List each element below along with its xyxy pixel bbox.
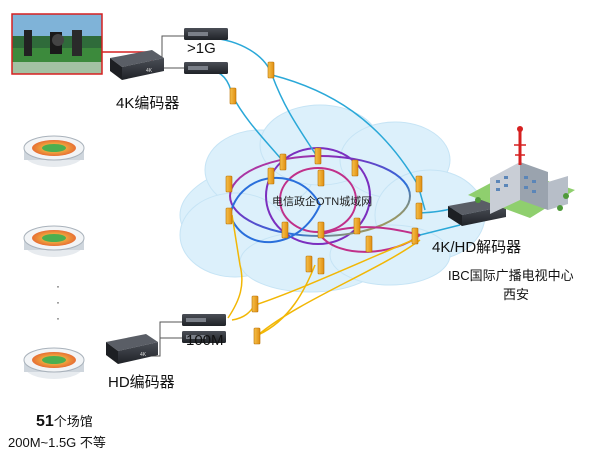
encoder-4k-label: 4K编码器 <box>116 95 180 112</box>
optical-transceivers <box>225 61 423 345</box>
ibc-center-label: IBC国际广播电视中心 <box>448 268 574 283</box>
optical-transceiver-icon <box>353 217 361 235</box>
optical-transceiver-icon <box>251 295 259 313</box>
optical-transceiver-icon <box>281 221 289 239</box>
optical-transceiver-icon <box>253 327 261 345</box>
svg-text:4K: 4K <box>140 352 147 358</box>
decoder-label: 4K/HD解码器 <box>432 239 522 256</box>
optical-transceiver-icon <box>415 202 423 220</box>
stadium-icon <box>23 225 85 257</box>
city-label: 西安 <box>503 287 530 302</box>
optical-transceiver-icon <box>415 175 423 193</box>
optical-transceiver-icon <box>365 235 373 253</box>
optical-transceiver-icon <box>229 87 237 105</box>
uplink-switch-2-icon <box>184 62 228 74</box>
optical-transceiver-icon <box>225 175 233 193</box>
optical-transceiver-icon <box>314 147 322 165</box>
encoder-hd-label: HD编码器 <box>108 374 175 391</box>
live-video-camera-icon <box>11 13 103 75</box>
optical-transceiver-icon <box>317 221 325 239</box>
hd-encoder-device-icon: 4K <box>106 334 158 364</box>
optical-transceiver-icon <box>351 159 359 177</box>
bandwidth-low-label: 100M <box>186 332 224 349</box>
4k-encoder-device-icon: 4K <box>110 50 164 80</box>
svg-text:4K: 4K <box>146 68 153 74</box>
hd-encoder-downlink <box>150 321 182 357</box>
stadium-icon <box>23 347 85 379</box>
optical-transceiver-icon <box>267 167 275 185</box>
downlink-switch-2-icon <box>182 331 226 343</box>
ring-left <box>228 176 322 244</box>
network-label: 电信政企OTN城域网 <box>272 196 373 208</box>
optical-transceiver-icon <box>305 255 313 273</box>
optical-transceiver-icon <box>279 153 287 171</box>
ellipsis-dot: · <box>56 311 60 325</box>
venue-count: 51 <box>36 413 54 430</box>
downlink-yellow <box>227 214 421 336</box>
optical-transceiver-icon <box>411 227 419 245</box>
optical-transceiver-icon <box>317 169 325 187</box>
broadcast-center-building-icon <box>468 126 575 218</box>
ellipsis-dot: · <box>56 279 60 293</box>
bandwidth-high-label: >1G <box>187 40 216 57</box>
optical-transceiver-icon <box>317 257 325 275</box>
bandwidth-range-label: 200M~1.5G 不等 <box>8 435 106 450</box>
uplink-switch-1-icon <box>184 28 228 40</box>
ellipsis-dot: · <box>56 295 60 309</box>
optical-transceiver-icon <box>267 61 275 79</box>
venue-count-label: 51个场馆 <box>36 411 93 431</box>
stadium-icon <box>23 135 85 167</box>
venue-unit: 个场馆 <box>53 414 93 429</box>
downlink-switch-1-icon <box>182 314 226 326</box>
optical-transceiver-icon <box>225 207 233 225</box>
